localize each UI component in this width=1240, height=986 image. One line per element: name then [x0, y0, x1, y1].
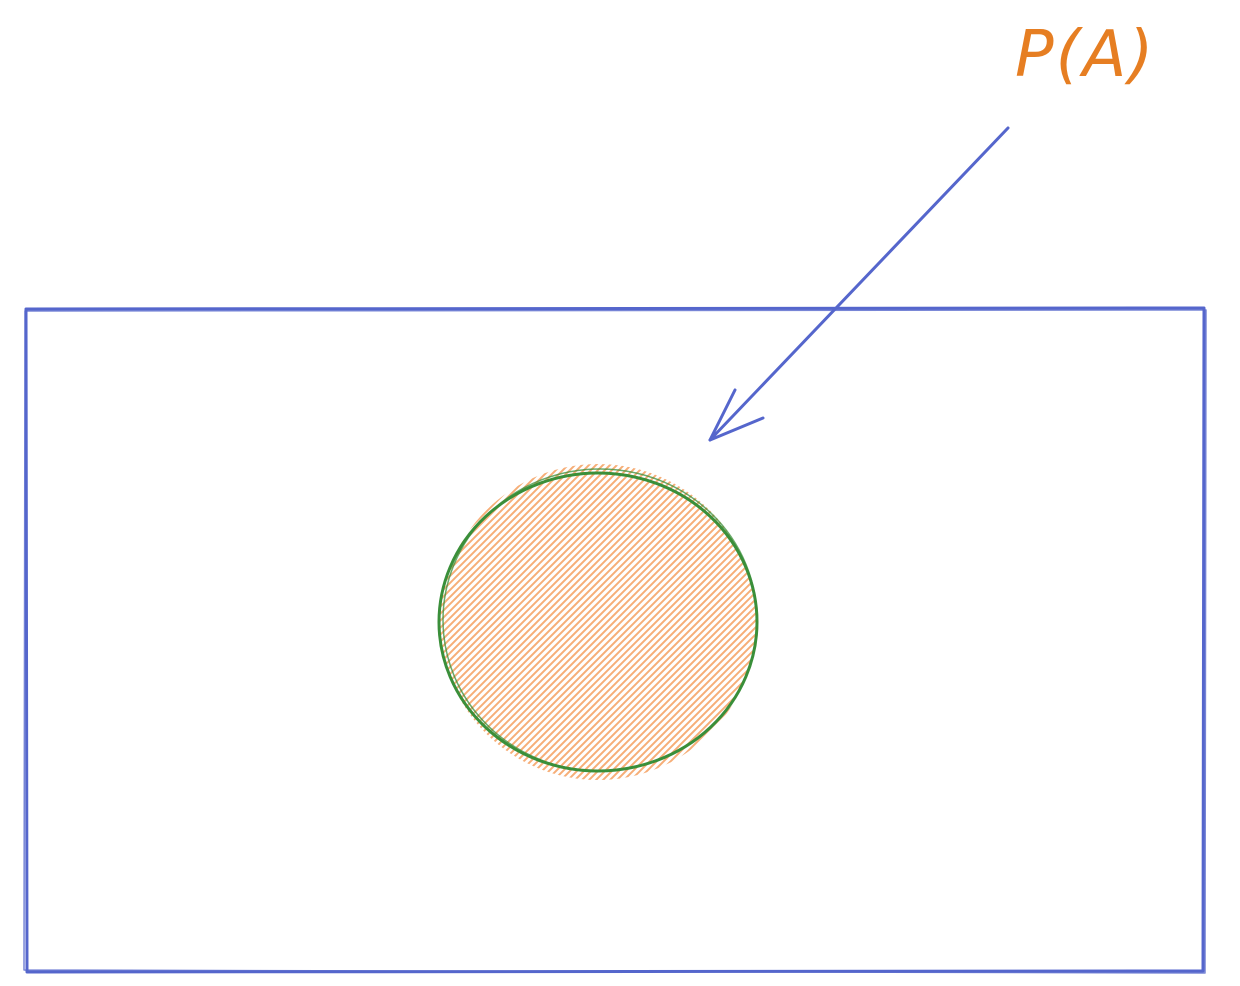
hatch-line	[558, 464, 756, 780]
hatch-line	[118, 462, 438, 782]
hatch-line	[440, 464, 551, 780]
hatch-line	[440, 464, 586, 780]
hatch-line	[440, 464, 467, 780]
hatch-line	[440, 464, 635, 780]
hatch-line	[440, 464, 642, 780]
hatch-line	[440, 464, 572, 780]
hatch-line	[516, 464, 756, 780]
hatch-line	[440, 464, 544, 780]
hatch-line	[440, 464, 614, 780]
hatch-line	[614, 464, 756, 780]
hatch-line	[440, 464, 677, 780]
hatch-line	[440, 464, 698, 780]
hatch-line	[551, 464, 756, 780]
hatch-line	[440, 464, 600, 780]
hatch-line	[579, 464, 756, 780]
hatch-line	[530, 464, 756, 780]
hatch-line	[440, 464, 756, 780]
label-arrow	[708, 126, 1010, 442]
hatch-line	[509, 464, 756, 780]
hatch-line	[754, 464, 756, 780]
hatch-line	[537, 464, 756, 780]
hatch-line	[440, 464, 621, 780]
sample-space-rectangle	[23, 306, 1207, 974]
hatch-line	[440, 464, 579, 780]
hatch-line	[495, 464, 756, 780]
hatch-line	[719, 464, 756, 780]
hatch-line	[440, 464, 628, 780]
hatch-line	[440, 464, 558, 780]
hatch-line	[440, 464, 537, 780]
event-a-hatching	[118, 462, 756, 782]
hatch-line	[440, 464, 649, 780]
hatch-line	[523, 464, 756, 780]
hatch-line	[712, 464, 756, 780]
hatch-line	[572, 464, 756, 780]
hatch-line	[440, 464, 474, 780]
hatch-line	[440, 464, 705, 780]
hatch-line	[440, 464, 663, 780]
hatch-line	[440, 464, 607, 780]
hatch-line	[607, 464, 756, 780]
hatch-line	[593, 464, 756, 780]
hatch-line	[440, 464, 481, 780]
hatch-line	[440, 464, 446, 780]
event-a-circle	[118, 462, 759, 782]
hatch-line	[440, 464, 670, 780]
hatch-line	[628, 464, 756, 780]
hatch-line	[726, 464, 756, 780]
hatch-line	[733, 464, 756, 780]
hatch-line	[440, 464, 593, 780]
hatch-line	[621, 464, 756, 780]
hatch-line	[649, 464, 756, 780]
hatch-line	[586, 464, 756, 780]
hatch-line	[740, 464, 756, 780]
hatch-line	[440, 464, 460, 780]
hatch-line	[502, 464, 756, 780]
hatch-line	[440, 464, 684, 780]
hatch-line	[440, 464, 656, 780]
hatch-line	[440, 464, 453, 780]
hatch-line	[635, 464, 756, 780]
hatch-line	[747, 464, 756, 780]
hatch-line	[565, 464, 756, 780]
hatch-line	[600, 464, 756, 780]
hatch-line	[642, 464, 756, 780]
hatch-line	[440, 464, 565, 780]
hatch-line	[440, 464, 691, 780]
probability-label: P(A)	[1015, 18, 1155, 92]
hatch-line	[544, 464, 756, 780]
